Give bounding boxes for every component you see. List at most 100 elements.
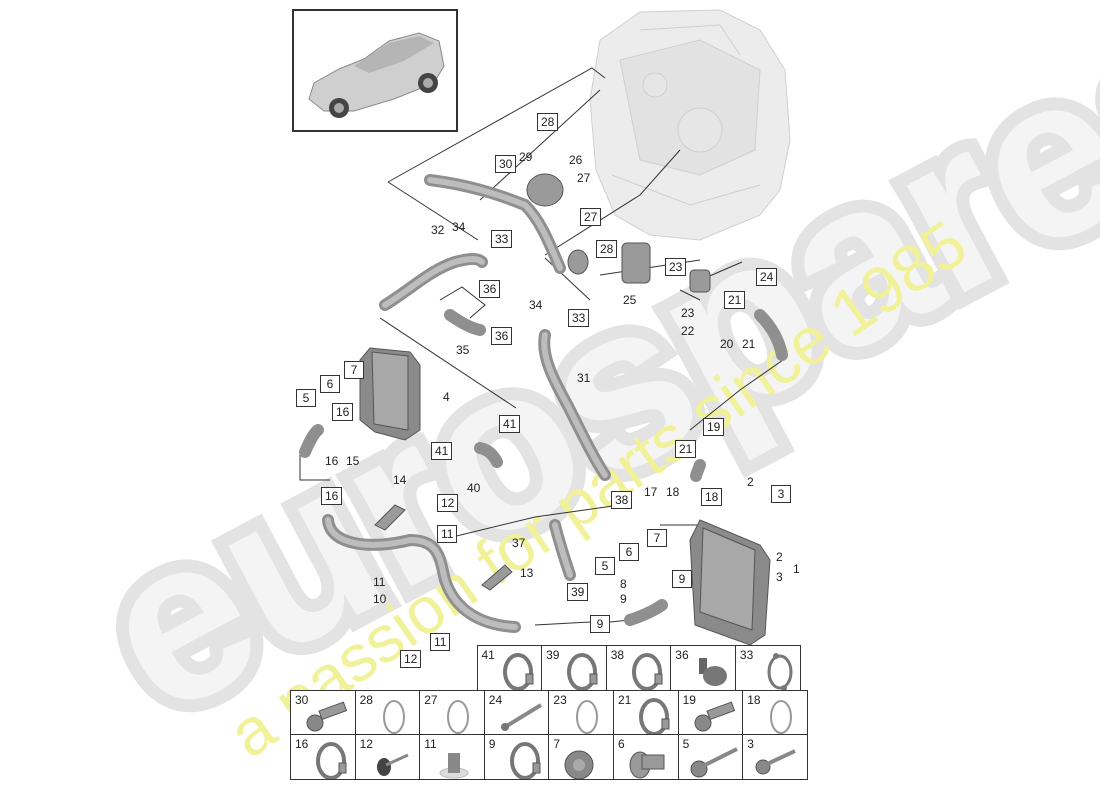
callout-4[interactable]: 4 — [443, 390, 450, 404]
callout-16[interactable]: 16 — [332, 403, 354, 421]
callout-34[interactable]: 34 — [452, 220, 466, 234]
vehicle-thumbnail — [292, 9, 458, 132]
callout-30[interactable]: 30 — [495, 155, 517, 173]
spacer-sleeve-icon — [629, 751, 665, 779]
callout-36[interactable]: 36 — [479, 280, 501, 298]
self-tapping-screw-icon — [755, 749, 797, 775]
car-icon — [308, 32, 445, 118]
part-cell-11[interactable]: 11 — [419, 734, 486, 780]
callout-18[interactable]: 18 — [701, 488, 723, 506]
callout-40[interactable]: 40 — [467, 481, 481, 495]
hose-clamp-icon — [631, 653, 663, 690]
callout-8[interactable]: 8 — [620, 577, 627, 591]
part-cell-28[interactable]: 28 — [354, 690, 421, 736]
part-cell-24[interactable]: 24 — [483, 690, 550, 736]
part-cell-27[interactable]: 27 — [419, 690, 486, 736]
callout-21[interactable]: 21 — [742, 337, 756, 351]
part-cell-9[interactable]: 9 — [483, 734, 550, 780]
part-number: 23 — [553, 693, 567, 707]
callout-2[interactable]: 2 — [776, 550, 783, 564]
callout-9[interactable]: 9 — [620, 592, 627, 606]
part-cell-39[interactable]: 39 — [541, 645, 608, 691]
long-bolt-icon — [500, 703, 542, 731]
callout-11[interactable]: 11 — [430, 633, 451, 651]
callout-35[interactable]: 35 — [456, 343, 470, 357]
callout-34[interactable]: 34 — [529, 298, 543, 312]
hose-clamp-icon — [316, 742, 347, 779]
callout-12[interactable]: 12 — [400, 650, 422, 668]
callout-2[interactable]: 2 — [747, 475, 754, 489]
callout-12[interactable]: 12 — [437, 494, 459, 512]
o-ring-icon — [576, 700, 599, 734]
callout-14[interactable]: 14 — [393, 473, 407, 487]
callout-19[interactable]: 19 — [703, 418, 725, 436]
callout-26[interactable]: 26 — [569, 153, 583, 167]
callout-1[interactable]: 1 — [793, 562, 800, 576]
callout-11[interactable]: 11 — [373, 575, 386, 589]
callout-16[interactable]: 16 — [321, 487, 343, 505]
part-number: 16 — [295, 737, 309, 751]
callout-27[interactable]: 27 — [580, 208, 602, 226]
part-cell-3[interactable]: 3 — [742, 734, 809, 780]
callout-7[interactable]: 7 — [344, 361, 364, 379]
callout-17[interactable]: 17 — [644, 485, 658, 499]
part-cell-30[interactable]: 30 — [290, 690, 357, 736]
callout-29[interactable]: 29 — [519, 150, 533, 164]
callout-31[interactable]: 31 — [577, 371, 591, 385]
part-cell-19[interactable]: 19 — [677, 690, 744, 736]
part-number: 21 — [618, 693, 632, 707]
part-cell-12[interactable]: 12 — [354, 734, 421, 780]
part-cell-5[interactable]: 5 — [677, 734, 744, 780]
callout-41[interactable]: 41 — [499, 415, 521, 433]
callout-16[interactable]: 16 — [325, 454, 339, 468]
callout-6[interactable]: 6 — [320, 375, 340, 393]
part-cell-33[interactable]: 33 — [734, 645, 802, 691]
callout-20[interactable]: 20 — [720, 337, 734, 351]
callout-38[interactable]: 38 — [611, 491, 633, 509]
part-number: 18 — [747, 693, 761, 707]
callout-10[interactable]: 10 — [373, 592, 387, 606]
part-cell-7[interactable]: 7 — [548, 734, 615, 780]
callout-13[interactable]: 13 — [520, 566, 534, 580]
callout-33[interactable]: 33 — [491, 230, 513, 248]
callout-37[interactable]: 37 — [512, 536, 526, 550]
callout-33[interactable]: 33 — [568, 309, 590, 327]
part-number: 6 — [618, 737, 625, 751]
callout-9[interactable]: 9 — [672, 570, 692, 588]
callout-36[interactable]: 36 — [491, 327, 513, 345]
callout-15[interactable]: 15 — [346, 454, 360, 468]
part-number: 24 — [488, 693, 503, 707]
callout-22[interactable]: 22 — [681, 324, 695, 338]
part-cell-23[interactable]: 23 — [548, 690, 615, 736]
part-number: 9 — [488, 737, 496, 751]
callout-18[interactable]: 18 — [666, 485, 680, 499]
part-cell-36[interactable]: 36 — [670, 645, 737, 691]
callout-25[interactable]: 25 — [623, 293, 637, 307]
grommet-icon — [439, 753, 469, 779]
callout-5[interactable]: 5 — [296, 389, 316, 407]
part-cell-38[interactable]: 38 — [605, 645, 672, 691]
callout-23[interactable]: 23 — [665, 258, 687, 276]
callout-3[interactable]: 3 — [776, 570, 783, 584]
callout-32[interactable]: 32 — [431, 223, 445, 237]
part-cell-21[interactable]: 21 — [613, 690, 680, 736]
callout-39[interactable]: 39 — [567, 583, 589, 601]
callout-7[interactable]: 7 — [647, 529, 667, 547]
callout-6[interactable]: 6 — [619, 543, 639, 561]
part-cell-41[interactable]: 41 — [476, 645, 543, 691]
callout-41[interactable]: 41 — [431, 442, 453, 460]
callout-21[interactable]: 21 — [675, 440, 697, 458]
callout-24[interactable]: 24 — [756, 268, 778, 286]
callout-27[interactable]: 27 — [577, 171, 591, 185]
callout-9[interactable]: 9 — [590, 615, 610, 633]
callout-28[interactable]: 28 — [537, 113, 559, 131]
callout-11[interactable]: 11 — [437, 525, 458, 543]
callout-28[interactable]: 28 — [596, 240, 618, 258]
part-cell-18[interactable]: 18 — [742, 690, 809, 736]
part-cell-6[interactable]: 6 — [613, 734, 680, 780]
callout-23[interactable]: 23 — [681, 306, 695, 320]
callout-21[interactable]: 21 — [724, 291, 746, 309]
callout-5[interactable]: 5 — [595, 557, 615, 575]
part-cell-16[interactable]: 16 — [290, 734, 357, 780]
callout-3[interactable]: 3 — [771, 485, 791, 503]
